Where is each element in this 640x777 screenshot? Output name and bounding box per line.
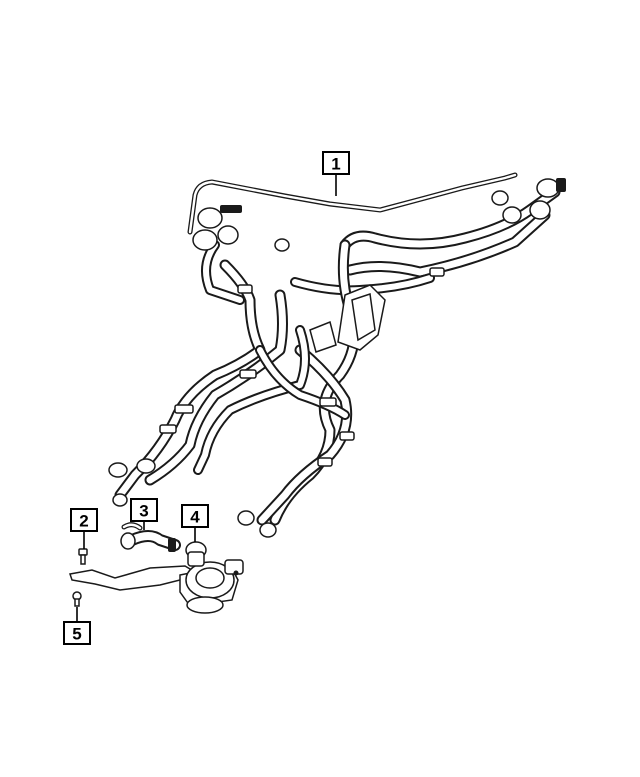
upper-right-fittings: [491, 178, 566, 224]
lower-hose-ends: [108, 458, 277, 538]
callout-4: 4: [181, 504, 209, 528]
callout-5-label: 5: [72, 625, 81, 644]
callout-leaders: [76, 174, 337, 621]
upper-tube: [187, 172, 518, 235]
harness-bracket: [309, 284, 386, 353]
bolt-part: [78, 548, 88, 565]
callout-4-label: 4: [190, 508, 200, 527]
main-hose-bundle: [114, 186, 561, 526]
callout-2-label: 2: [79, 512, 88, 531]
upper-left-fittings: [192, 205, 290, 252]
screw-part: [72, 591, 82, 607]
callout-5: 5: [63, 621, 91, 645]
coolant-hose-part: [120, 522, 181, 552]
callout-1-label: 1: [331, 155, 340, 174]
hose-clamps: [159, 267, 445, 467]
callout-3: 3: [130, 498, 158, 522]
callout-2: 2: [70, 508, 98, 532]
callout-3-label: 3: [139, 502, 148, 521]
callout-1: 1: [322, 151, 350, 175]
coolant-pump-part: [69, 541, 244, 614]
hose-harness-assembly: [108, 172, 566, 538]
